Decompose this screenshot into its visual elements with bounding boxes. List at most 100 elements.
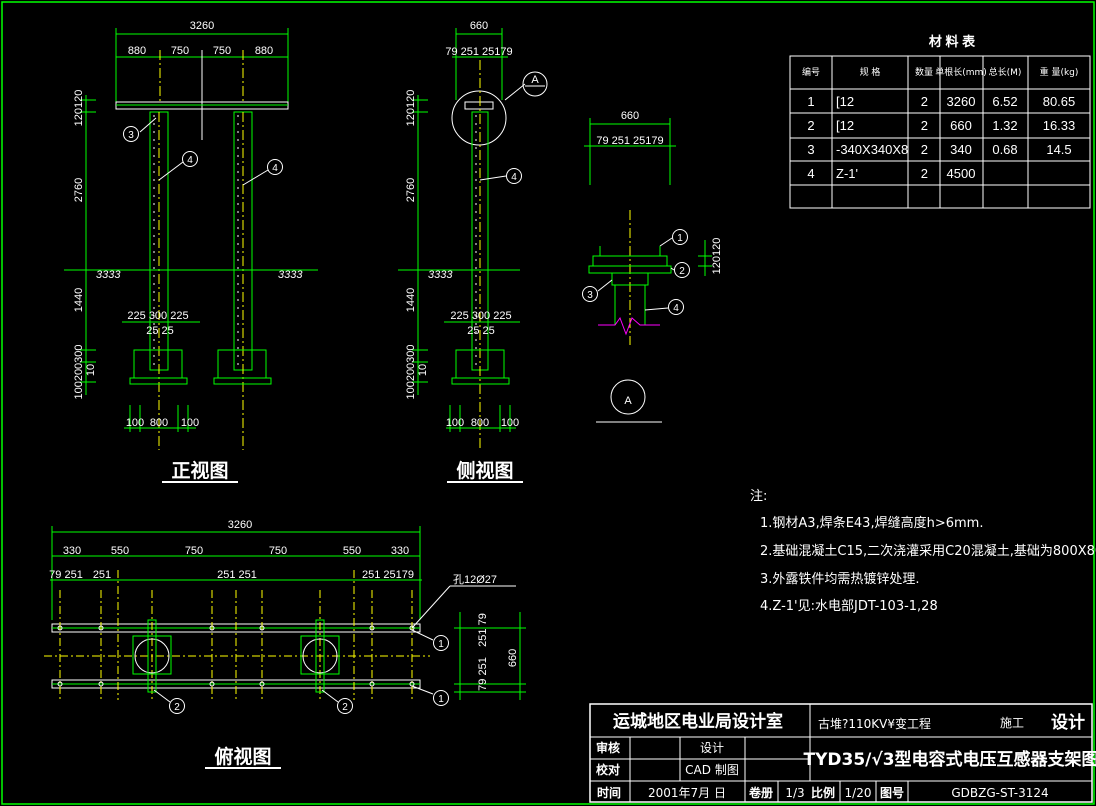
- mt-cell-r1-qty: 2: [921, 94, 928, 109]
- front-seg-4: 880: [255, 45, 273, 57]
- front-bubble-4a: 4: [187, 155, 193, 166]
- front-seg-3: 750: [213, 45, 231, 57]
- side-bottom-1: 100: [446, 417, 464, 429]
- side-vdim-top: 120120: [405, 90, 417, 127]
- mt-header-spec: 规 格: [860, 66, 881, 78]
- mt-cell-r4-qty: 2: [921, 166, 928, 181]
- mt-header-no: 编号: [802, 66, 820, 78]
- top-row1-6: 330: [391, 545, 409, 557]
- side-bubble-4: 4: [511, 172, 517, 183]
- mt-cell-r2-total: 1.32: [992, 118, 1017, 133]
- note-3: 3.外露铁件均需热镀锌处理.: [760, 571, 920, 587]
- side-detail-label: A: [531, 74, 539, 86]
- top-row2-4: 251 25179: [362, 569, 414, 581]
- tb-time-label: 时间: [597, 785, 621, 800]
- mt-cell-r4-spec: Z-1': [836, 166, 858, 181]
- detail-a: 660 79 251 25179 120120 1 2 3 4 A: [582, 110, 723, 423]
- top-view-title: 俯视图: [214, 745, 271, 768]
- top-row1-2: 550: [111, 545, 129, 557]
- note-4: 4.Z-1'见:水电部JDT-103-1,28: [760, 599, 938, 614]
- title-block: [589, 703, 1093, 803]
- tb-drawing-no-label: 图号: [880, 785, 904, 800]
- front-ground-mark-right: 3333: [278, 269, 303, 281]
- front-seg-2: 750: [171, 45, 189, 57]
- front-bottom-2: 800: [150, 417, 168, 429]
- front-bottom-1: 100: [126, 417, 144, 429]
- side-sub-dim: 79 251 25179: [445, 46, 512, 58]
- top-row2-2: 251: [93, 569, 111, 581]
- tb-drawing-title: TYD35/√3型电容式电压互感器支架图: [803, 749, 1096, 770]
- mt-cell-r2-qty: 2: [921, 118, 928, 133]
- tb-cad: CAD 制图: [685, 763, 739, 777]
- front-view: 3260 880 750 750 880 3333 3333 120120 27…: [64, 20, 318, 483]
- front-seg-1: 880: [128, 45, 146, 57]
- mt-header-len: 单根长(mm): [935, 66, 987, 78]
- top-row1-3: 750: [185, 545, 203, 557]
- front-ground-mark-left: 3333: [96, 269, 121, 281]
- mt-cell-r1-total: 6.52: [992, 94, 1017, 109]
- tb-project: 古堆?110KV¥变工程: [818, 716, 931, 731]
- tb-volume-label: 卷册: [748, 785, 773, 800]
- mt-cell-r3-qty: 2: [921, 142, 928, 157]
- mt-cell-r3-spec: -340X340X8: [836, 142, 908, 157]
- mt-cell-r1-weight: 80.65: [1043, 94, 1076, 109]
- mt-cell-r3-weight: 14.5: [1046, 142, 1071, 157]
- mt-header-qty: 数量: [915, 66, 933, 78]
- top-view: 3260 330 550 750 750 550 330 79 251 251 …: [44, 519, 526, 769]
- mt-cell-r2-weight: 16.33: [1043, 118, 1076, 133]
- tb-scale-label: 比例: [811, 785, 835, 800]
- detail-bubble-2: 2: [679, 266, 685, 277]
- mt-cell-r2-spec: [12: [836, 118, 854, 133]
- detail-sub-dim: 79 251 25179: [596, 135, 663, 147]
- notes: 注: 1.钢材A3,焊条E43,焊缝高度h>6mm. 2.基础混凝土C15,二次…: [750, 489, 1096, 614]
- front-base-sub: 25 25: [146, 325, 174, 337]
- top-row1-5: 550: [343, 545, 361, 557]
- side-bottom-3: 100: [501, 417, 519, 429]
- title-block-text: 运城地区电业局设计室 古堆?110KV¥变工程 施工 设计 TYD35/√3型电…: [596, 711, 1096, 800]
- detail-vdim: 120120: [711, 238, 723, 275]
- front-total-dim: 3260: [190, 20, 214, 32]
- detail-title-label: A: [624, 395, 632, 407]
- front-vdim-1440: 1440: [73, 288, 85, 312]
- top-right-dim-2: 79 251: [477, 657, 489, 691]
- front-vdim-2760: 2760: [73, 178, 85, 202]
- mt-cell-r2-no: 2: [807, 118, 814, 133]
- front-vdim-base: 100200300: [73, 344, 85, 399]
- tb-org: 运城地区电业局设计室: [613, 711, 783, 732]
- mt-cell-r1-no: 1: [807, 94, 814, 109]
- tb-scale: 1/20: [845, 786, 872, 800]
- top-hole-label: 孔12Ø27: [453, 573, 497, 586]
- top-total-dim: 3260: [228, 519, 252, 531]
- side-view: 660 79 251 25179 A 3333 120120 2760 1440…: [398, 20, 548, 483]
- top-row2-1: 79 251: [49, 569, 83, 581]
- tb-date: 2001年7月 日: [648, 786, 726, 800]
- mt-cell-r4-len: 4500: [947, 166, 976, 181]
- tb-drawing-no: GDBZG-ST-3124: [951, 786, 1048, 800]
- mt-cell-r3-no: 3: [807, 142, 814, 157]
- top-row1-1: 330: [63, 545, 81, 557]
- mt-cell-r3-len: 340: [950, 142, 972, 157]
- side-bottom-2: 800: [471, 417, 489, 429]
- front-bubble-4b: 4: [272, 163, 278, 174]
- side-base-dim: 225 300 225: [450, 310, 511, 322]
- tb-design-word: 设计: [1051, 712, 1085, 733]
- detail-bubble-3: 3: [587, 290, 593, 301]
- note-1: 1.钢材A3,焊条E43,焊缝高度h>6mm.: [760, 515, 983, 531]
- material-table: 材 料 表 编号 规 格 数量 单根长(mm) 总长(M) 重 量(kg) 1[…: [789, 34, 1091, 209]
- side-vdim-1440: 1440: [405, 288, 417, 312]
- top-bubble-2b: 2: [342, 702, 348, 713]
- side-total-dim: 660: [470, 20, 488, 32]
- front-bottom-3: 100: [181, 417, 199, 429]
- front-base-dim: 225 300 225: [127, 310, 188, 322]
- side-base-sub: 25 25: [467, 325, 495, 337]
- detail-bubble-4: 4: [673, 303, 679, 314]
- mt-header-total: 总长(M): [989, 66, 1022, 78]
- side-vdim-base: 100200300: [405, 344, 417, 399]
- tb-volume: 1/3: [785, 786, 804, 800]
- top-bubble-2a: 2: [174, 702, 180, 713]
- top-bubble-1a: 1: [438, 639, 444, 650]
- mt-cell-r3-total: 0.68: [992, 142, 1017, 157]
